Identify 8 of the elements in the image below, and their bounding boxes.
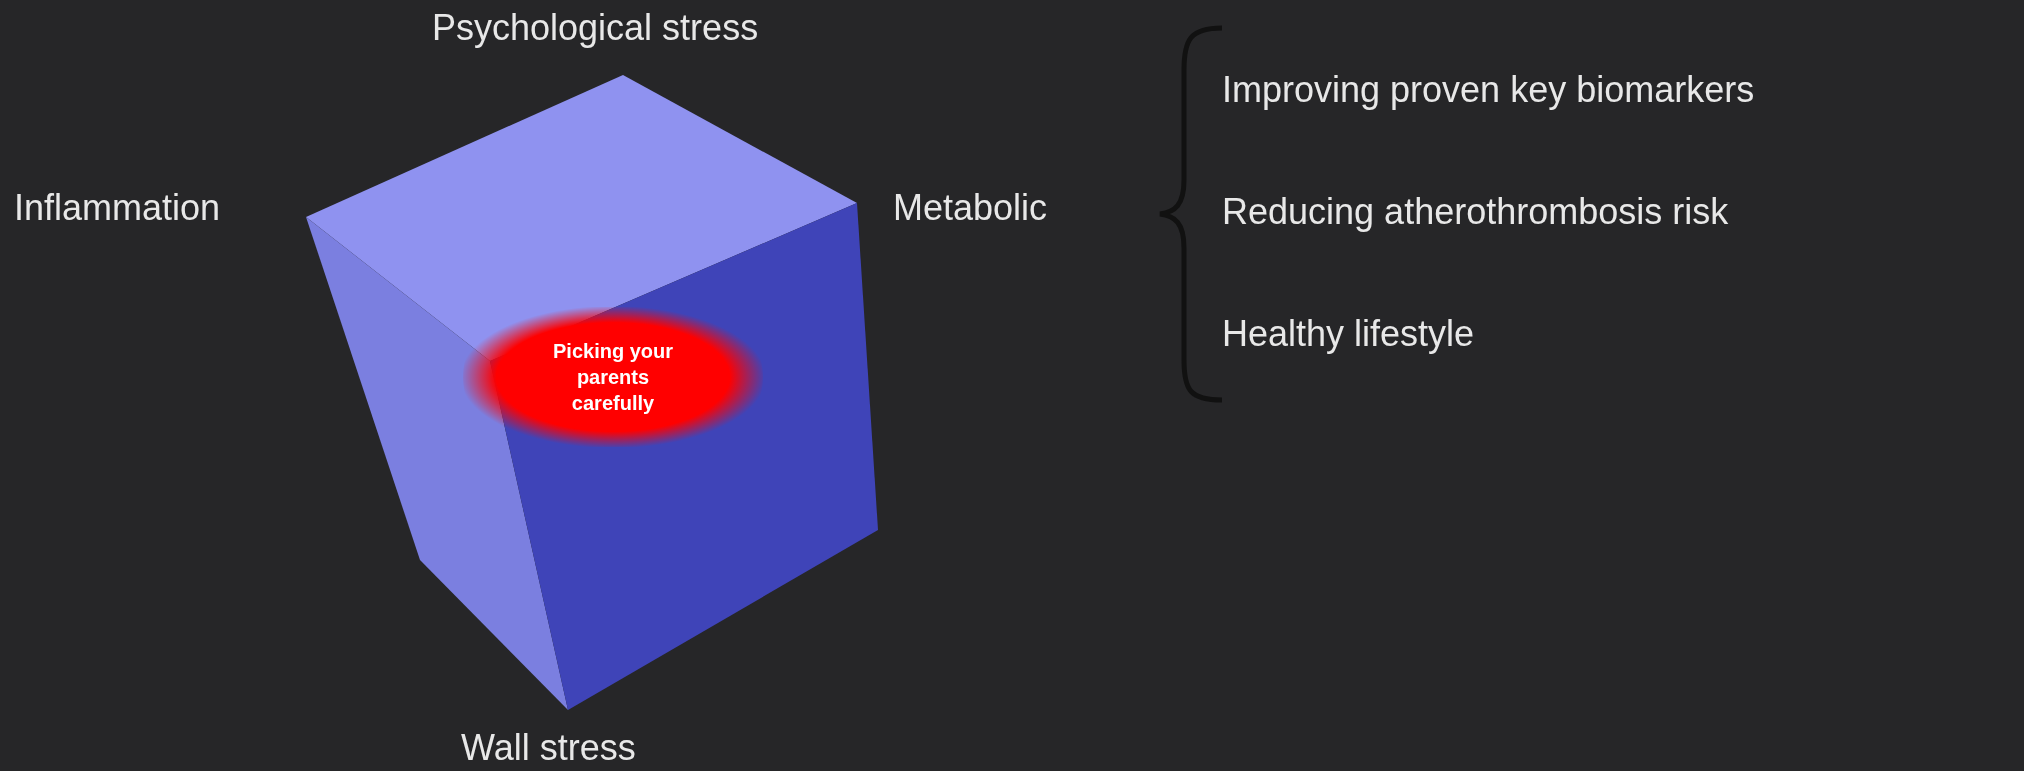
cube-label: Healthy lifestyle [1222,312,1475,356]
cube-label: Reducing atherothrombosis risk [1222,190,1729,234]
cube-label: Inflammation [14,186,221,230]
cube-label: Metabolic [893,186,1048,230]
cube-label: Psychological stress [432,6,759,50]
cube-label: Improving proven key biomarkers [1222,68,1755,112]
cube-label: Wall stress [461,726,636,770]
ellipse-text: Picking your parents carefully [552,339,674,416]
